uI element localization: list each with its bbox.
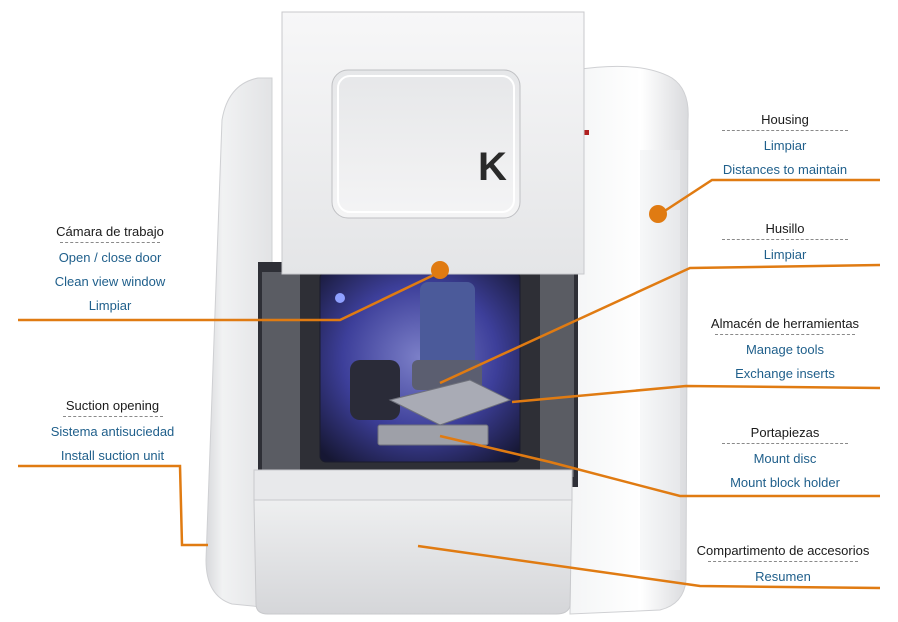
link-sistema-antisuciedad[interactable]: Sistema antisuciedad [50, 424, 175, 439]
divider [60, 242, 160, 243]
label-title: Cámara de trabajo [56, 224, 164, 239]
label-suction-opening: Suction opening Sistema antisuciedad Ins… [30, 398, 195, 468]
label-title: Compartimento de accesorios [696, 543, 870, 558]
link-resumen[interactable]: Resumen [755, 569, 811, 584]
accessory-compartment [253, 469, 573, 615]
divider [708, 561, 858, 562]
label-housing: Housing Limpiar Distances to maintain [705, 112, 865, 182]
working-chamber [319, 271, 521, 463]
divider [722, 130, 848, 131]
chamber-door [281, 11, 585, 275]
divider [715, 334, 855, 335]
link-limpiar-housing[interactable]: Limpiar [763, 138, 807, 153]
link-install-suction-unit[interactable]: Install suction unit [60, 448, 165, 463]
label-title: Portapiezas [750, 425, 820, 440]
label-portapiezas: Portapiezas Mount disc Mount block holde… [705, 425, 865, 495]
link-open-close-door[interactable]: Open / close door [58, 250, 162, 265]
divider [62, 416, 163, 417]
link-limpiar-husillo[interactable]: Limpiar [763, 247, 807, 262]
link-mount-disc[interactable]: Mount disc [753, 451, 817, 466]
link-manage-tools[interactable]: Manage tools [745, 342, 825, 357]
label-compartimento-de-accesorios: Compartimento de accesorios Resumen [688, 543, 878, 589]
link-distances-to-maintain[interactable]: Distances to maintain [722, 162, 848, 177]
brand-logo: K [478, 145, 507, 189]
link-limpiar-camara[interactable]: Limpiar [88, 298, 132, 313]
label-title: Suction opening [65, 398, 160, 413]
divider [722, 239, 848, 240]
label-title: Husillo [765, 221, 805, 236]
label-title: Almacén de herramientas [710, 316, 860, 331]
label-title: Housing [761, 112, 809, 127]
divider [722, 443, 848, 444]
label-camara-de-trabajo: Cámara de trabajo Open / close door Clea… [30, 224, 190, 318]
link-clean-view-window[interactable]: Clean view window [54, 274, 166, 289]
label-almacen-de-herramientas: Almacén de herramientas Manage tools Exc… [695, 316, 875, 386]
label-husillo: Husillo Limpiar [705, 221, 865, 267]
housing-right [569, 65, 689, 615]
link-exchange-inserts[interactable]: Exchange inserts [735, 366, 835, 381]
link-mount-block-holder[interactable]: Mount block holder [730, 475, 840, 490]
